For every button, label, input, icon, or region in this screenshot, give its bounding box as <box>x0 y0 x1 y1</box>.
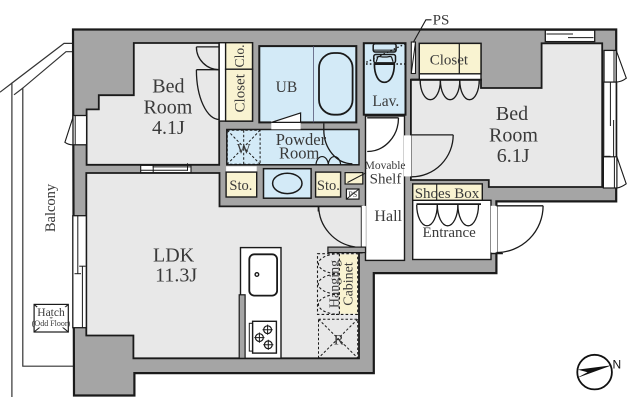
svg-text:Balcony: Balcony <box>43 183 59 232</box>
svg-text:PS: PS <box>348 190 357 199</box>
svg-text:Hatch: Hatch <box>37 307 65 319</box>
svg-text:Shoes Box: Shoes Box <box>415 186 480 202</box>
svg-text:LDK: LDK <box>153 244 195 266</box>
svg-text:Room: Room <box>143 97 192 119</box>
svg-text:PS: PS <box>433 13 450 29</box>
svg-text:Room: Room <box>279 143 320 162</box>
svg-text:Room: Room <box>489 125 538 147</box>
svg-text:Closet: Closet <box>233 73 249 112</box>
svg-text:Bed: Bed <box>152 75 184 97</box>
svg-text:Hanging: Hanging <box>328 260 343 308</box>
svg-text:Sto.: Sto. <box>317 178 340 194</box>
svg-text:N: N <box>613 357 622 371</box>
svg-text:11.3J: 11.3J <box>155 264 197 286</box>
svg-text:Entrance: Entrance <box>423 225 477 241</box>
svg-text:Powder: Powder <box>276 130 327 149</box>
svg-text:Sto.: Sto. <box>229 178 252 194</box>
svg-text:Shelf: Shelf <box>370 171 402 187</box>
svg-text:Movable: Movable <box>365 160 406 172</box>
svg-text:6.1J: 6.1J <box>497 145 530 167</box>
svg-text:(Odd Floor): (Odd Floor) <box>32 319 71 328</box>
svg-text:UB: UB <box>276 79 298 96</box>
svg-text:Hall: Hall <box>374 208 402 225</box>
svg-text:4.1J: 4.1J <box>152 117 185 139</box>
svg-text:Bed: Bed <box>496 103 528 125</box>
svg-text:Closet: Closet <box>430 53 469 69</box>
svg-text:Lav.: Lav. <box>372 93 399 110</box>
svg-text:R: R <box>334 332 344 348</box>
svg-text:Cabinet: Cabinet <box>342 262 357 306</box>
svg-text:W: W <box>237 142 251 158</box>
svg-text:Clo.: Clo. <box>232 45 247 68</box>
